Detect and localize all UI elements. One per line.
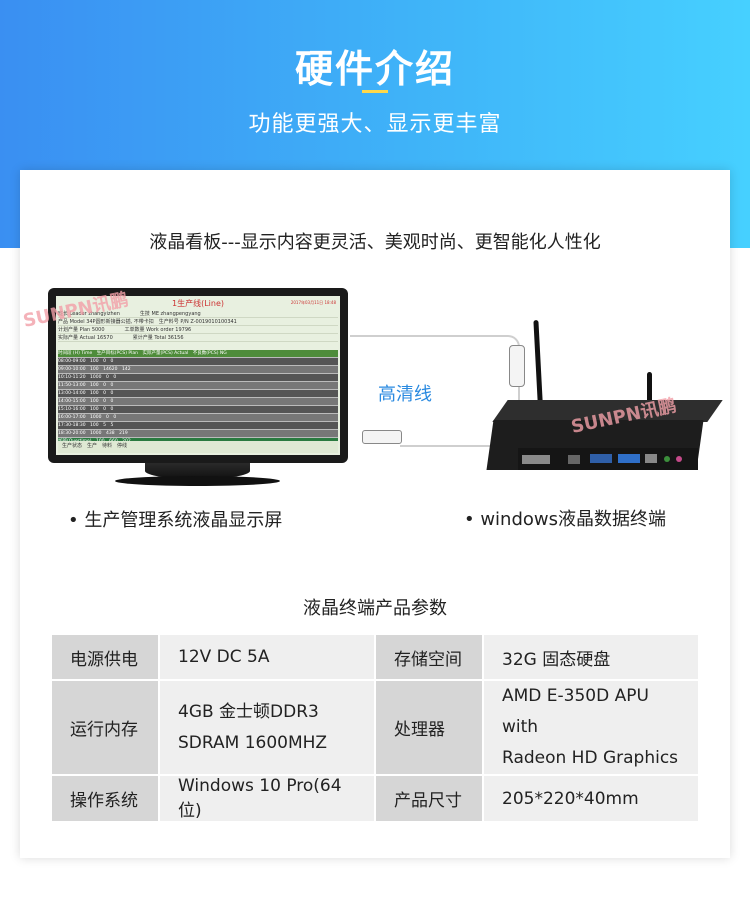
screen-table: 时间段 (H) Time 生产目标(PCS) Plan 实际产量(PCS) Ac…: [58, 350, 338, 446]
param-value-line: Radeon HD Graphics: [502, 748, 679, 768]
monitor-base: [115, 476, 280, 486]
param-key: 操作系统: [50, 774, 160, 823]
param-key: 电源供电: [50, 633, 160, 681]
screen-table-row: 17:30-18:30 100 5 5: [58, 422, 338, 430]
screen-table-row: 13:00-14:00 100 0 0: [58, 390, 338, 398]
param-value-line: SDRAM 1600MHZ: [178, 732, 328, 753]
param-key: 处理器: [374, 679, 484, 776]
lan-port-icon: [645, 454, 657, 463]
param-value: 4GB 金士顿DDR3 SDRAM 1600MHZ: [158, 679, 376, 776]
param-value-line: 4GB 金士顿DDR3: [178, 701, 319, 722]
param-value: 32G 固态硬盘: [482, 633, 700, 681]
screen-table-row: 14:00-15:00 100 0 0: [58, 398, 338, 406]
screen-table-row: 16:00-17:00 1000 0 0: [58, 414, 338, 422]
screen-table-header: 时间段 (H) Time 生产目标(PCS) Plan 实际产量(PCS) Ac…: [58, 350, 338, 358]
usb-plug-icon: [362, 430, 402, 444]
port-icon: [568, 455, 580, 464]
screen-table-row: 10:10-11:20 1000 0 0: [58, 374, 338, 382]
param-value: AMD E-350D APU with Radeon HD Graphics: [482, 679, 700, 776]
table-row: 运行内存 4GB 金士顿DDR3 SDRAM 1600MHZ 处理器 AMD E…: [50, 679, 700, 776]
audio-port-icon: [676, 456, 682, 462]
page-title: 硬件介绍: [294, 47, 455, 91]
title-underline: [362, 90, 388, 93]
cable-label: 高清线: [378, 384, 432, 405]
screen-footer: 生产状态 生产 待料 停线: [58, 441, 338, 453]
port-icon: [522, 455, 550, 464]
param-key: 存储空间: [374, 633, 484, 681]
screen-title: 1生产线(Line): [171, 299, 224, 308]
screen-info-row: 产品 Model 34P圆形新接器公插, 不带卡扣 生产料号 P/N Z-001…: [58, 318, 338, 326]
table-row: 操作系统 Windows 10 Pro(64位) 产品尺寸 205*220*40…: [50, 774, 700, 823]
usb-plug-icon: [509, 345, 525, 387]
caption-lcd-display: • 生产管理系统液晶显示屏: [68, 510, 283, 531]
lcd-monitor-image: 1生产线(Line) 2017年03月11日 18:48 班长 Leader z…: [48, 288, 348, 463]
param-key: 产品尺寸: [374, 774, 484, 823]
screen-table-row: 08:00-09:00 100 0 0: [58, 358, 338, 366]
param-value: Windows 10 Pro(64位): [158, 774, 376, 823]
screen-table-row: 11:50-13:00 100 0 0: [58, 382, 338, 390]
table-row: 电源供电 12V DC 5A 存储空间 32G 固态硬盘: [50, 633, 700, 681]
params-title: 液晶终端产品参数: [303, 598, 447, 619]
screen-table-row: 09:00-10:00 100 14620 142: [58, 366, 338, 374]
screen-table-row: 15:10-16:00 100 0 0: [58, 406, 338, 414]
screen-date: 2017年03月11日 18:48: [290, 300, 336, 305]
params-table: 电源供电 12V DC 5A 存储空间 32G 固态硬盘 运行内存 4GB 金士…: [50, 633, 700, 823]
param-value-line: AMD E-350D APU with: [502, 686, 649, 737]
screen-info-row: 班长 Leader zhangyizhen 生技 ME zhangpengyan…: [58, 310, 338, 318]
monitor-screen: 1生产线(Line) 2017年03月11日 18:48 班长 Leader z…: [56, 296, 340, 455]
usb-port-icon: [618, 454, 640, 463]
page-subtitle: 功能更强大、显示更丰富: [248, 112, 502, 137]
screen-info: 班长 Leader zhangyizhen 生技 ME zhangpengyan…: [58, 310, 338, 342]
hdmi-cable-segment: [400, 445, 520, 447]
section-heading: 液晶看板---显示内容更灵活、美观时尚、更智能化人性化: [149, 232, 601, 253]
screen-table-row: 18:30-20:00 1000 438 219: [58, 430, 338, 438]
screen-info-row: 计划产量 Plan 5000 工单数量 Work order 19796: [58, 326, 338, 334]
screen-info-row: 实际产量 Actual 16570 累计产量 Total 36156: [58, 334, 338, 342]
hdmi-cable: [350, 335, 520, 445]
vga-port-icon: [590, 454, 612, 463]
monitor-stand: [145, 463, 250, 479]
param-value: 12V DC 5A: [158, 633, 376, 681]
param-key: 运行内存: [50, 679, 160, 776]
param-value: 205*220*40mm: [482, 774, 700, 823]
audio-port-icon: [664, 456, 670, 462]
caption-data-terminal: • windows液晶数据终端: [464, 509, 667, 530]
